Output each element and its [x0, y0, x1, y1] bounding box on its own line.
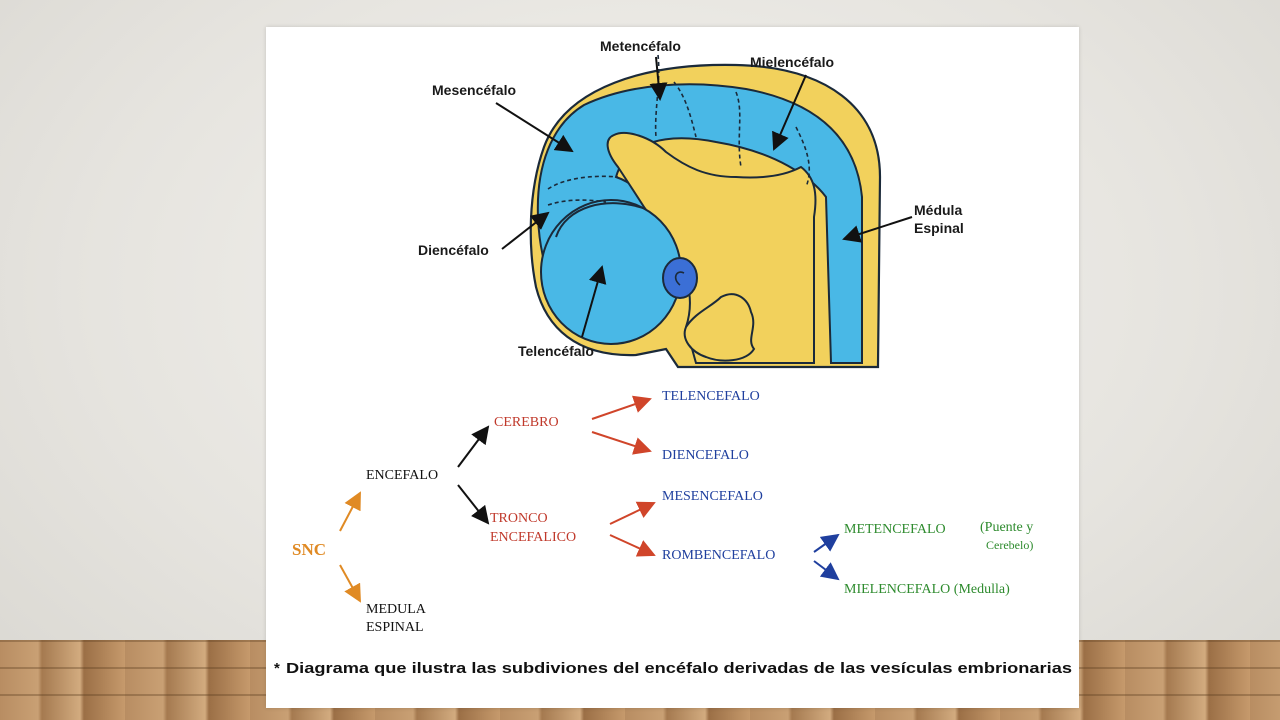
diagram-caption: Diagrama que ilustra las subdiviones del… — [286, 660, 1072, 677]
embryo-brain-illustration — [529, 54, 882, 369]
flexure-tissue — [606, 132, 817, 364]
tree-telencefalo: TELENCEFALO — [662, 389, 760, 404]
label-medula-1: Médula — [914, 202, 962, 218]
label-mesencefalo: Mesencéfalo — [432, 82, 516, 98]
tree-metencefalo: METENCEFALO — [844, 522, 946, 537]
subdivision-lines — [547, 54, 810, 206]
tree-mielencefalo: MIELENCEFALO (Medulla) — [844, 582, 1010, 597]
tree-mesencefalo: MESENCEFALO — [662, 489, 763, 504]
label-metencefalo: Metencéfalo — [600, 38, 681, 54]
tree-diencefalo: DIENCEFALO — [662, 448, 749, 463]
optic-vesicle — [662, 257, 698, 299]
structure-labels: Metencéfalo Mielencéfalo Mesencéfalo Die… — [418, 38, 964, 359]
tree-metencefalo-note-2: Cerebelo) — [986, 538, 1033, 552]
pharyngeal-arches — [683, 293, 756, 362]
tree-snc: SNC — [292, 540, 326, 559]
tree-metencefalo-note-1: (Puente y — [980, 520, 1033, 535]
tree-cerebro: CEREBRO — [494, 415, 559, 430]
telencephalon-vesicle — [540, 199, 682, 345]
caption-marker: * — [274, 660, 280, 677]
tree-encefalo: ENCEFALO — [366, 468, 438, 483]
label-diencefalo: Diencéfalo — [418, 242, 489, 258]
label-telencefalo: Telencéfalo — [518, 343, 594, 359]
brain-diagram: Metencéfalo Mielencéfalo Mesencéfalo Die… — [274, 38, 1072, 677]
label-mielencefalo: Mielencéfalo — [750, 54, 834, 70]
classification-tree: SNC ENCEFALO MEDULA ESPINAL CEREBRO TRON… — [292, 389, 1033, 635]
tree-medula-1: MEDULA — [366, 602, 427, 617]
tree-medula-2: ESPINAL — [366, 620, 424, 635]
label-medula-2: Espinal — [914, 220, 964, 236]
tree-tronco-1: TRONCO — [490, 511, 548, 526]
tree-tronco-2: ENCEFALICO — [490, 530, 576, 545]
slide: Metencéfalo Mielencéfalo Mesencéfalo Die… — [266, 27, 1079, 708]
tree-rombencefalo: ROMBENCEFALO — [662, 548, 775, 563]
